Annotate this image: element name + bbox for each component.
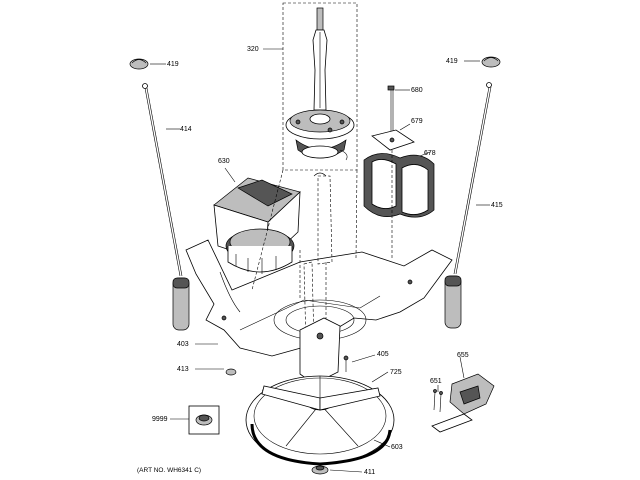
art-number: (ART NO. WH6341 C) (137, 467, 201, 474)
leader-lines (150, 48, 490, 473)
pulley-bracket[interactable] (299, 317, 349, 385)
label-680: 680 (411, 87, 423, 94)
bracket[interactable] (371, 129, 415, 151)
kit-box[interactable] (188, 405, 220, 435)
label-725: 725 (390, 369, 402, 376)
suspension-rod-left[interactable] (129, 58, 190, 331)
label-630: 630 (218, 158, 230, 165)
label-678: 678 (424, 150, 436, 157)
screws[interactable] (433, 389, 443, 413)
cover[interactable] (363, 153, 435, 218)
drive-belt[interactable] (250, 423, 392, 466)
label-655: 655 (457, 352, 469, 359)
label-405: 405 (377, 351, 389, 358)
label-413: 413 (177, 366, 189, 373)
pulley[interactable] (245, 375, 395, 465)
label-415: 415 (491, 202, 503, 209)
transmission-assembly[interactable] (282, 2, 358, 177)
label-603: 603 (391, 444, 403, 451)
switch[interactable] (431, 373, 495, 433)
drive-motor[interactable] (213, 177, 301, 274)
bolt[interactable] (387, 85, 395, 134)
washer[interactable] (225, 368, 237, 376)
label-403: 403 (177, 341, 189, 348)
suspension-rod-right[interactable] (444, 56, 501, 329)
label-414: 414 (180, 126, 192, 133)
label-419-right: 419 (446, 58, 458, 65)
label-320: 320 (247, 46, 259, 53)
label-9999: 9999 (152, 416, 168, 423)
callout-labels: 320 419 419 414 415 630 680 679 678 403 … (152, 46, 503, 476)
nut[interactable] (311, 465, 329, 475)
label-411: 411 (364, 469, 375, 476)
label-419-left: 419 (167, 61, 179, 68)
label-651: 651 (430, 378, 442, 385)
label-679: 679 (411, 118, 423, 125)
